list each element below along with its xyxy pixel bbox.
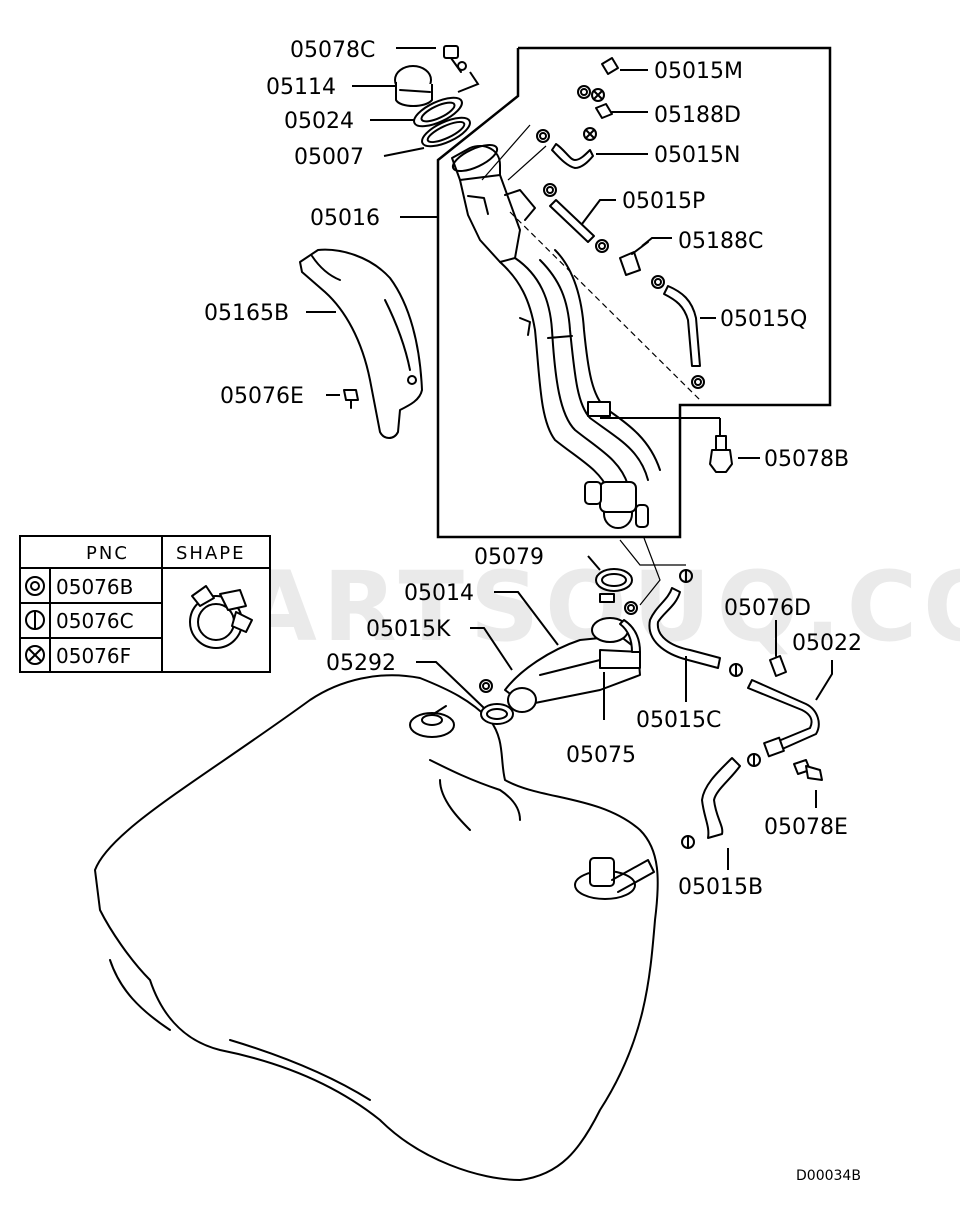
- circle-x-icon: [25, 645, 45, 665]
- double-circle-icon: [25, 576, 45, 596]
- callout-05016[interactable]: 05016: [310, 206, 380, 231]
- callout-05078B[interactable]: 05078B: [764, 447, 849, 472]
- callout-05015Q[interactable]: 05015Q: [720, 307, 807, 332]
- filler-cap-assembly[interactable]: [394, 45, 480, 152]
- callout-05292[interactable]: 05292: [326, 651, 396, 676]
- callout-05024[interactable]: 05024: [284, 109, 354, 134]
- callout-05015C[interactable]: 05015C: [636, 708, 721, 733]
- callout-05114[interactable]: 05114: [266, 75, 336, 100]
- bolt-05078E[interactable]: [793, 759, 823, 781]
- clamp-shape-icon: [189, 585, 253, 649]
- clip-05076E[interactable]: [343, 389, 359, 409]
- callout-05078E[interactable]: 05078E: [764, 815, 848, 840]
- clip-05076D[interactable]: [769, 629, 787, 677]
- callout-05015P[interactable]: 05015P: [622, 189, 705, 214]
- callout-05165B[interactable]: 05165B: [204, 301, 289, 326]
- callout-05015B[interactable]: 05015B: [678, 875, 763, 900]
- legend-pnc-row-2[interactable]: 05076C: [56, 609, 134, 633]
- callout-05015K[interactable]: 05015K: [366, 617, 451, 642]
- legend-header-pnc: PNC: [86, 543, 129, 564]
- callout-05007[interactable]: 05007: [294, 145, 364, 170]
- bolt-05078B[interactable]: [600, 417, 733, 473]
- callout-05015N[interactable]: 05015N: [654, 143, 740, 168]
- clamp-legend-table: PNC SHAPE 05076B 05076C 05076F: [19, 535, 271, 673]
- callout-labels: 05078C 05114 05024 05007 05016 05165B 05…: [204, 38, 862, 900]
- callout-05188C[interactable]: 05188C: [678, 229, 763, 254]
- legend-pnc-row-1[interactable]: 05076B: [56, 575, 133, 599]
- hose-05022[interactable]: [747, 679, 820, 767]
- callout-05076E[interactable]: 05076E: [220, 384, 304, 409]
- filler-neck-protector[interactable]: [299, 248, 423, 439]
- leader-lines: [306, 47, 833, 870]
- hose-05015B[interactable]: [681, 757, 741, 849]
- callout-05076D[interactable]: 05076D: [724, 596, 811, 621]
- legend-header-shape: SHAPE: [176, 543, 246, 564]
- legend-pnc-row-3[interactable]: 05076F: [56, 644, 131, 668]
- callout-05014[interactable]: 05014: [404, 581, 474, 606]
- filler-neck-group-box: [436, 46, 832, 539]
- hose-clamp-05079[interactable]: [595, 568, 633, 603]
- callout-05078C[interactable]: 05078C: [290, 38, 375, 63]
- diagram-code: D00034B: [796, 1168, 861, 1184]
- callout-05075[interactable]: 05075: [566, 743, 636, 768]
- callout-05188D[interactable]: 05188D: [654, 103, 741, 128]
- callout-05022[interactable]: 05022: [792, 631, 862, 656]
- vent-hoses[interactable]: [481, 57, 705, 401]
- hose-05015C[interactable]: [624, 569, 743, 677]
- callout-05079[interactable]: 05079: [474, 545, 544, 570]
- breather-hose-05014[interactable]: [504, 617, 641, 713]
- callout-05015M[interactable]: 05015M: [654, 59, 743, 84]
- clamp-05292[interactable]: [479, 679, 514, 725]
- filler-neck-pipe[interactable]: [449, 140, 661, 529]
- fuel-tank[interactable]: [94, 674, 659, 1181]
